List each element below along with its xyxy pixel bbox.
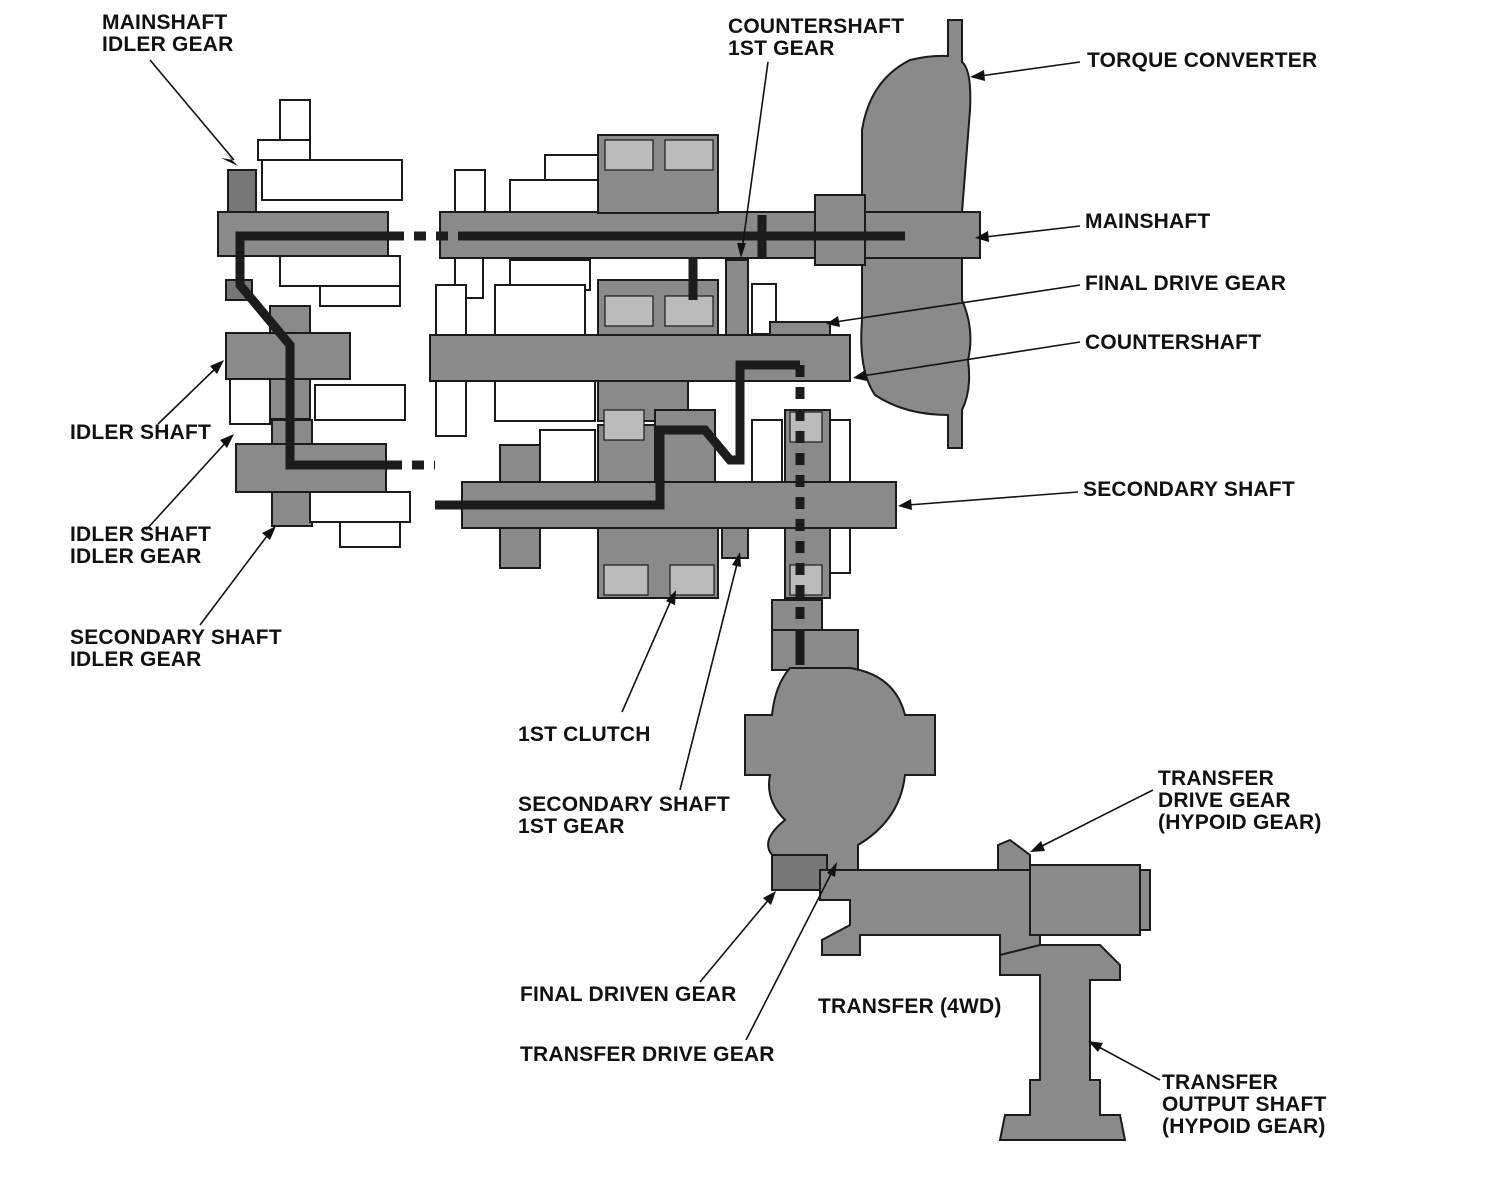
label-secondary-shaft: SECONDARY SHAFT [1083,478,1295,501]
label-idler-shaft-idler-gear: IDLER SHAFT IDLER GEAR [70,523,212,568]
label-transfer-drive-gear: TRANSFER DRIVE GEAR [520,1043,775,1066]
leader-lines [145,59,1161,1081]
label-final-driven-gear: FINAL DRIVEN GEAR [520,983,737,1006]
label-idler-shaft: IDLER SHAFT [70,421,212,444]
label-transfer-4wd: TRANSFER (4WD) [818,995,1002,1018]
label-final-drive-gear: FINAL DRIVE GEAR [1085,272,1287,295]
label-countershaft: COUNTERSHAFT [1085,331,1262,354]
label-1st-clutch: 1ST CLUTCH [518,723,651,746]
power-flow-path [235,215,905,665]
differential-assembly [744,599,936,891]
label-transfer-output-shaft: TRANSFER OUTPUT SHAFT (HYPOID GEAR) [1162,1071,1327,1138]
label-secondary-shaft-1st-gear: SECONDARY SHAFT 1ST GEAR [518,793,730,838]
label-mainshaft-idler-gear: MAINSHAFT IDLER GEAR [102,11,234,56]
secondary-shaft-assembly [235,409,897,599]
label-secondary-shaft-idler-gear: SECONDARY SHAFT IDLER GEAR [70,626,282,671]
label-transfer-drive-gear-hypoid: TRANSFER DRIVE GEAR (HYPOID GEAR) [1158,767,1322,834]
label-mainshaft: MAINSHAFT [1085,210,1211,233]
label-torque-converter: TORQUE CONVERTER [1087,49,1318,72]
label-countershaft-1st-gear: COUNTERSHAFT 1ST GEAR [728,15,905,60]
transfer-assembly [819,838,1151,1141]
